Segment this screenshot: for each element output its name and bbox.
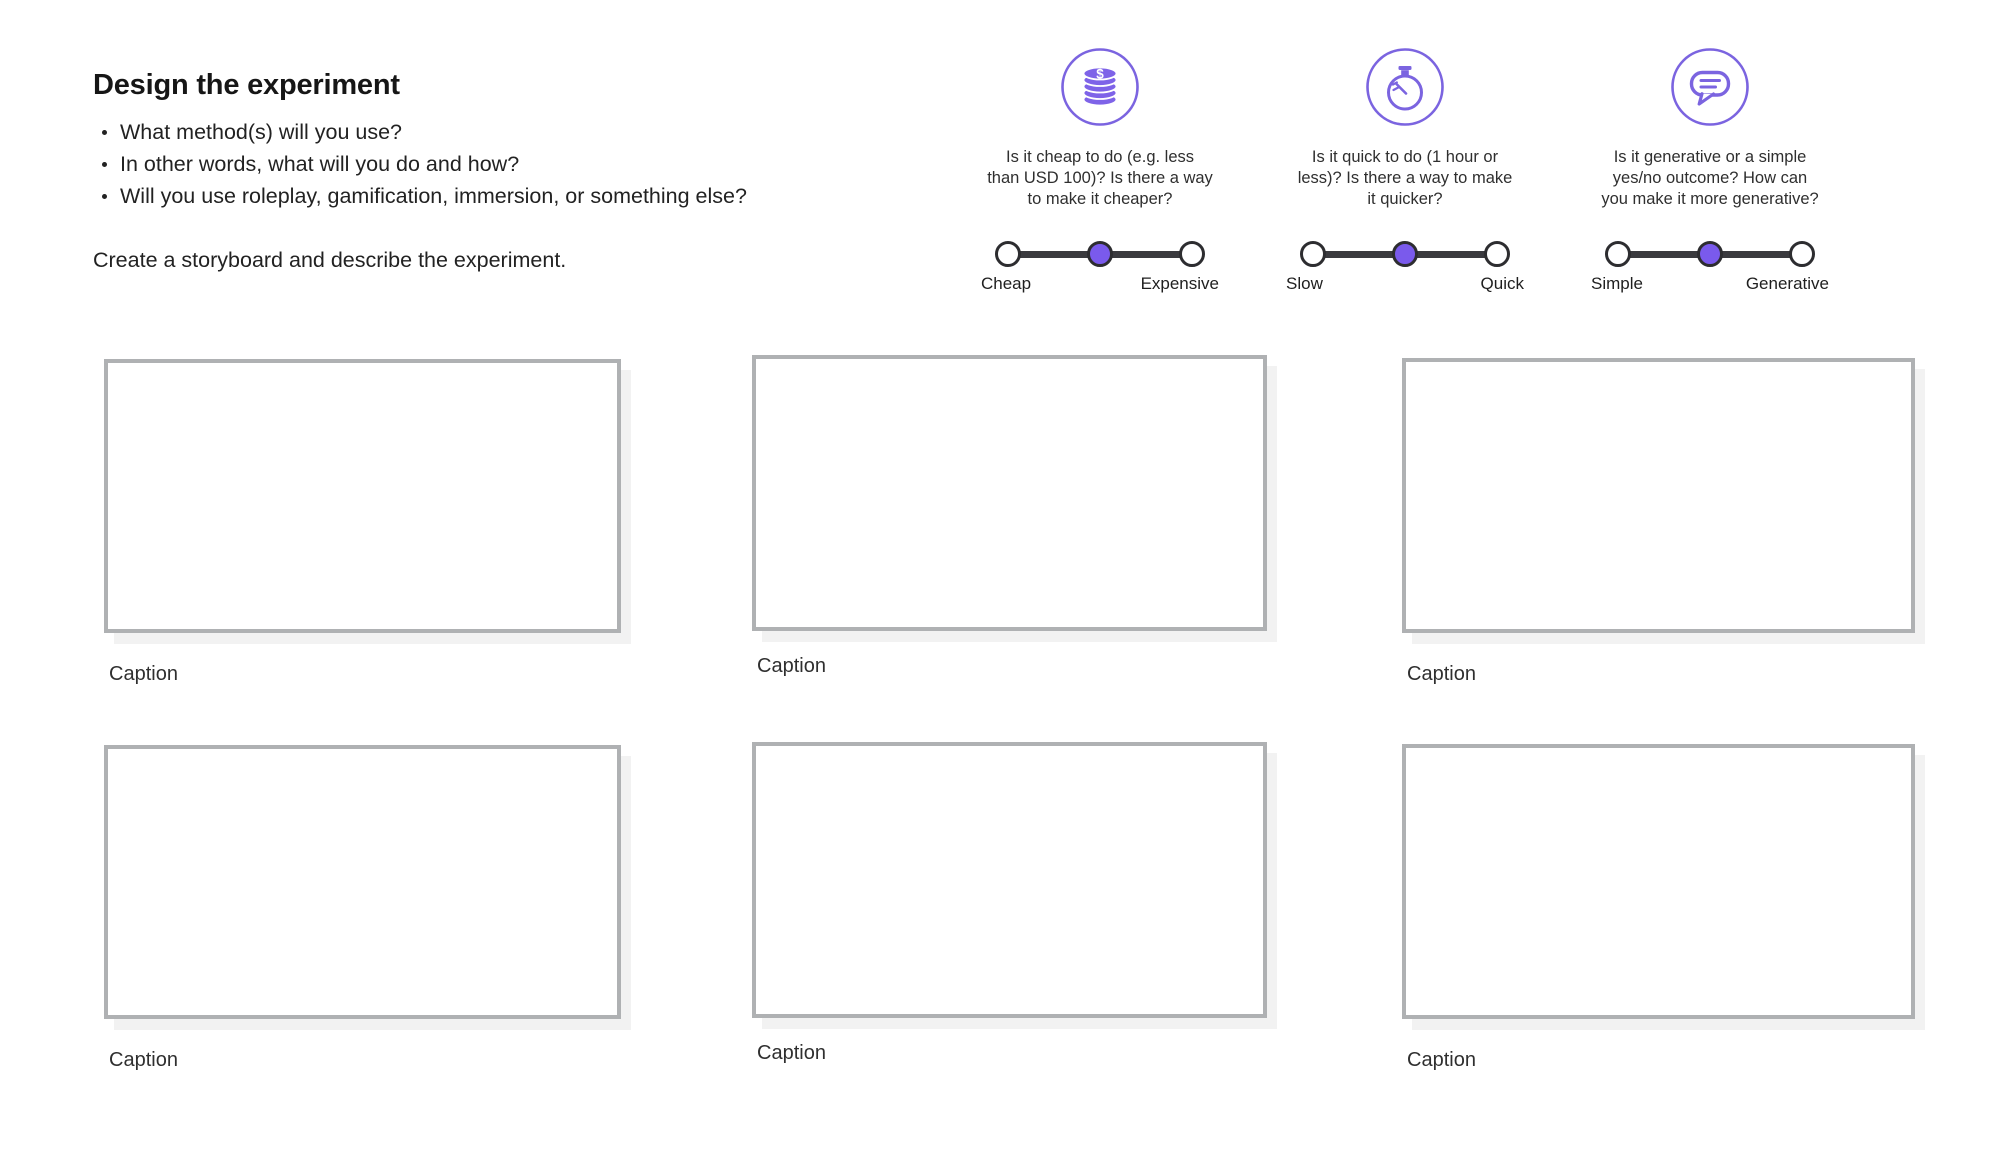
bullet-item: What method(s) will you use? bbox=[99, 116, 747, 148]
speech-bubble-icon bbox=[1670, 47, 1750, 127]
slider-knob-selected[interactable] bbox=[1392, 241, 1418, 267]
criterion-cost: $ Is it cheap to do (e.g. less than USD … bbox=[970, 47, 1230, 294]
stopwatch-icon bbox=[1365, 47, 1445, 127]
criterion-speed: Is it quick to do (1 hour or less)? Is t… bbox=[1275, 47, 1535, 294]
storyboard-cell: Caption bbox=[104, 359, 621, 686]
slider-labels: Simple Generative bbox=[1591, 274, 1829, 294]
svg-text:$: $ bbox=[1096, 67, 1104, 82]
storyboard-cell: Caption bbox=[104, 745, 621, 1072]
slider-knob-left[interactable] bbox=[1300, 241, 1326, 267]
slider-knob-left[interactable] bbox=[995, 241, 1021, 267]
storyboard-cell: Caption bbox=[752, 355, 1267, 678]
criterion-question: Is it quick to do (1 hour or less)? Is t… bbox=[1297, 148, 1513, 208]
slider-knob-right[interactable] bbox=[1484, 241, 1510, 267]
slider-knob-right[interactable] bbox=[1179, 241, 1205, 267]
storyboard-frame-4[interactable] bbox=[104, 745, 621, 1019]
storyboard-instruction: Create a storyboard and describe the exp… bbox=[93, 248, 567, 272]
slider-labels: Slow Quick bbox=[1286, 274, 1524, 294]
slider-knob-selected[interactable] bbox=[1697, 241, 1723, 267]
slider-labels: Cheap Expensive bbox=[981, 274, 1219, 294]
storyboard-frame-6[interactable] bbox=[1402, 744, 1915, 1019]
criterion-question: Is it generative or a simple yes/no outc… bbox=[1601, 148, 1819, 208]
slider-label-left: Simple bbox=[1591, 274, 1643, 293]
frame-caption-5[interactable]: Caption bbox=[757, 1042, 826, 1064]
storyboard-frame-3[interactable] bbox=[1402, 358, 1915, 633]
frame-caption-6[interactable]: Caption bbox=[1407, 1049, 1476, 1071]
slider-label-left: Slow bbox=[1286, 274, 1323, 293]
frame-caption-3[interactable]: Caption bbox=[1407, 663, 1476, 685]
storyboard-frame-5[interactable] bbox=[752, 742, 1267, 1018]
frame-caption-4[interactable]: Caption bbox=[109, 1049, 178, 1071]
speed-slider[interactable] bbox=[1300, 241, 1510, 268]
storyboard-cell: Caption bbox=[1402, 744, 1915, 1072]
storyboard-cell: Caption bbox=[1402, 358, 1915, 686]
slider-label-right: Quick bbox=[1480, 274, 1524, 293]
slider-label-right: Expensive bbox=[1140, 274, 1219, 293]
bullet-item: Will you use roleplay, gamification, imm… bbox=[99, 180, 747, 212]
storyboard-frame-1[interactable] bbox=[104, 359, 621, 633]
frame-caption-1[interactable]: Caption bbox=[109, 663, 178, 685]
frame-caption-2[interactable]: Caption bbox=[757, 655, 826, 677]
slider-label-right: Generative bbox=[1745, 274, 1829, 293]
criterion-generativity: Is it generative or a simple yes/no outc… bbox=[1580, 47, 1840, 294]
storyboard-frame-2[interactable] bbox=[752, 355, 1267, 631]
bullet-item: In other words, what will you do and how… bbox=[99, 148, 747, 180]
slider-knob-left[interactable] bbox=[1605, 241, 1631, 267]
criterion-question: Is it cheap to do (e.g. less than USD 10… bbox=[987, 148, 1213, 208]
slider-knob-right[interactable] bbox=[1789, 241, 1815, 267]
coins-icon: $ bbox=[1060, 47, 1140, 127]
cost-slider[interactable] bbox=[995, 241, 1205, 268]
slider-label-left: Cheap bbox=[981, 274, 1032, 293]
prompt-bullet-list: What method(s) will you use? In other wo… bbox=[99, 116, 747, 212]
generativity-slider[interactable] bbox=[1605, 241, 1815, 268]
storyboard-cell: Caption bbox=[752, 742, 1267, 1065]
slider-knob-selected[interactable] bbox=[1087, 241, 1113, 267]
page-title: Design the experiment bbox=[93, 69, 400, 102]
